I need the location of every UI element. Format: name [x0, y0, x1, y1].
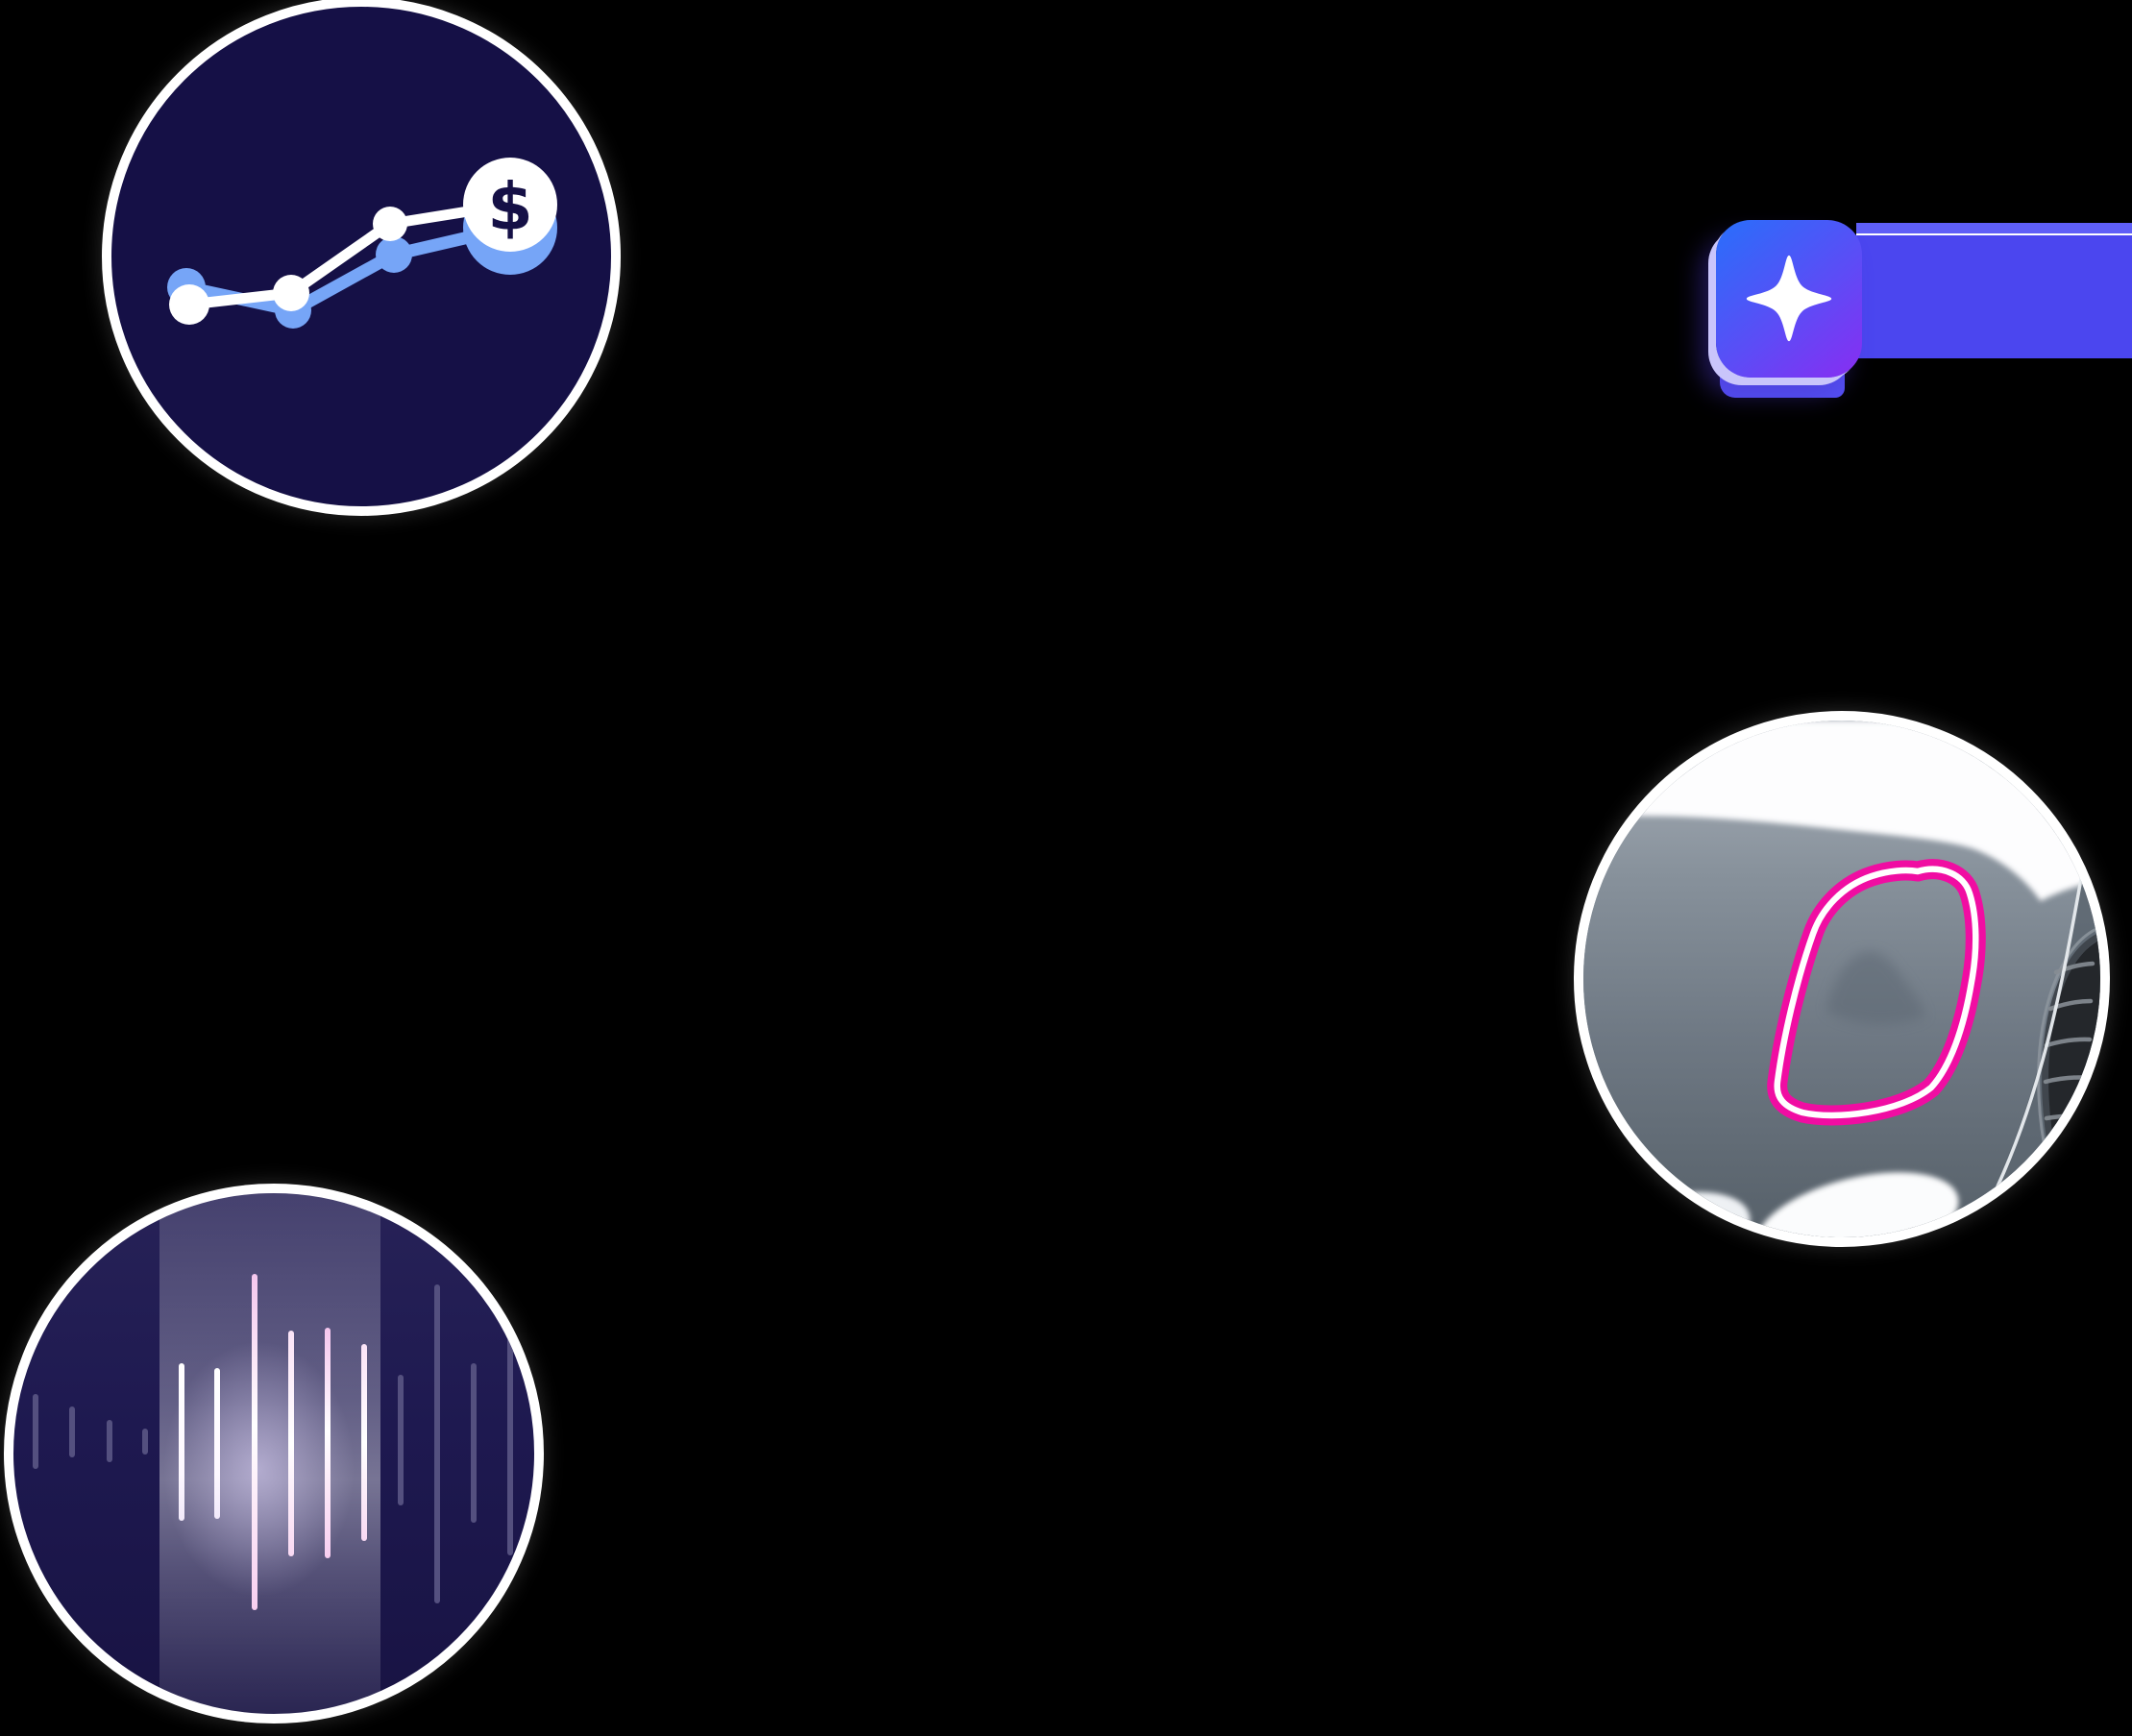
car-side-photo [1583, 721, 2100, 1237]
panel-top-strip [1856, 223, 2132, 233]
finance-chart-bubble: $ [102, 0, 621, 516]
dent-shadow [1826, 951, 1925, 1025]
rocker-reflection [1755, 1172, 1959, 1237]
waveform-bar [107, 1420, 112, 1462]
waveform-bar [69, 1406, 75, 1457]
panel-divider-line [1856, 233, 2132, 235]
waveform-highlight-band [159, 1193, 380, 1714]
chart-dot [373, 207, 407, 241]
lower-reflection [1583, 1191, 1751, 1237]
indigo-panel [1856, 223, 2132, 358]
line-chart-with-dollar-icon: $ [167, 158, 557, 329]
waveform-bar [471, 1363, 477, 1523]
tire-tread-pattern [2043, 961, 2099, 1200]
chart-dot [273, 275, 309, 311]
door-frame-line [1583, 812, 1620, 902]
waveform-bar [361, 1344, 367, 1541]
chart-dot [169, 284, 209, 325]
car-damage-photo-bubble [1574, 711, 2110, 1247]
waveform-bars [13, 1193, 534, 1714]
fender-lip-highlight [2037, 926, 2099, 1237]
chart-shadow-dot [376, 236, 412, 273]
tire [2047, 940, 2100, 1237]
waveform-bar [179, 1363, 184, 1521]
sparkle-icon [1746, 255, 1832, 342]
chart-line [184, 199, 516, 310]
voice-waveform-bubble [4, 1184, 544, 1724]
ai-sparkle-button[interactable] [1716, 220, 1862, 378]
waveform-bar [288, 1331, 294, 1556]
damage-annotation-loop-highlight [1774, 866, 1979, 1119]
waveform-bar [214, 1368, 220, 1519]
dollar-badge [463, 158, 557, 252]
dollar-symbol: $ [487, 170, 532, 246]
waveform-bar [252, 1274, 257, 1610]
waveform-bar [398, 1375, 404, 1505]
waveform-bar [507, 1328, 513, 1555]
door-seam-line [1970, 868, 2085, 1237]
waveform-bar [325, 1328, 331, 1558]
panel-body [1856, 235, 2132, 358]
waveform-bar [142, 1429, 148, 1455]
window-reflection-highlight [1583, 721, 2100, 901]
waveform-bar [434, 1284, 440, 1603]
waveform-bar [33, 1394, 38, 1469]
